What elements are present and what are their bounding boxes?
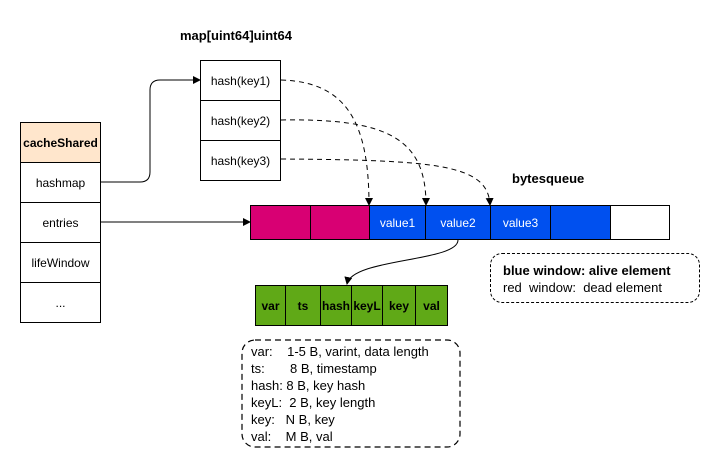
- entry-field-hash: hash: [320, 285, 352, 326]
- queue-dead-cell: [250, 205, 311, 240]
- cache-row-lifewindow: lifeWindow: [20, 242, 101, 283]
- field-desc-box: [241, 339, 461, 448]
- cache-row-entries: entries: [20, 202, 101, 243]
- legend-dead: red window: dead element: [503, 280, 662, 295]
- window-legend: blue window: alive element red window: d…: [490, 253, 700, 303]
- map-row-key3: hash(key3): [200, 140, 281, 181]
- field-desc-hash: hash: 8 B, key hash: [251, 378, 366, 393]
- queue-free-cell: [610, 205, 670, 240]
- hashmap-to-map-arrow: [101, 76, 201, 183]
- value2-to-entry-arrow: [344, 239, 459, 285]
- field-desc-ts: ts: 8 B, timestamp: [251, 361, 377, 376]
- entry-field-keyl: keyL: [351, 285, 383, 326]
- map-row-key2: hash(key2): [200, 100, 281, 141]
- map-title: map[uint64]uint64: [180, 28, 292, 43]
- field-desc-val: val: M B, val: [251, 429, 333, 444]
- cache-shared-header: cacheShared: [20, 122, 101, 163]
- field-desc-var: var: 1-5 B, varint, data length: [251, 344, 429, 359]
- cache-row-ellipsis: ...: [20, 282, 101, 323]
- field-desc-key: key: N B, key: [251, 412, 335, 427]
- queue-alive-cell: [550, 205, 611, 240]
- queue-value3-cell: value3: [490, 205, 551, 240]
- key1-to-value1-arrow: [280, 79, 373, 206]
- entry-field-var: var: [255, 285, 286, 326]
- map-row-key1: hash(key1): [200, 60, 281, 101]
- key2-to-value2-arrow: [280, 119, 430, 206]
- field-desc-keyl: keyL: 2 B, key length: [251, 395, 376, 410]
- legend-alive: blue window: alive element: [503, 263, 671, 278]
- field-desc-list: var: 1-5 B, varint, data length ts: 8 B,…: [251, 343, 429, 445]
- cache-row-hashmap: hashmap: [20, 162, 101, 203]
- entry-field-key: key: [382, 285, 416, 326]
- queue-value2-cell: value2: [425, 205, 491, 240]
- queue-value1-cell: value1: [369, 205, 426, 240]
- entry-field-val: val: [415, 285, 448, 326]
- key3-to-value3-arrow: [280, 158, 494, 206]
- entry-field-ts: ts: [285, 285, 321, 326]
- queue-dead-cell: [310, 205, 370, 240]
- queue-title: bytesqueue: [512, 171, 585, 186]
